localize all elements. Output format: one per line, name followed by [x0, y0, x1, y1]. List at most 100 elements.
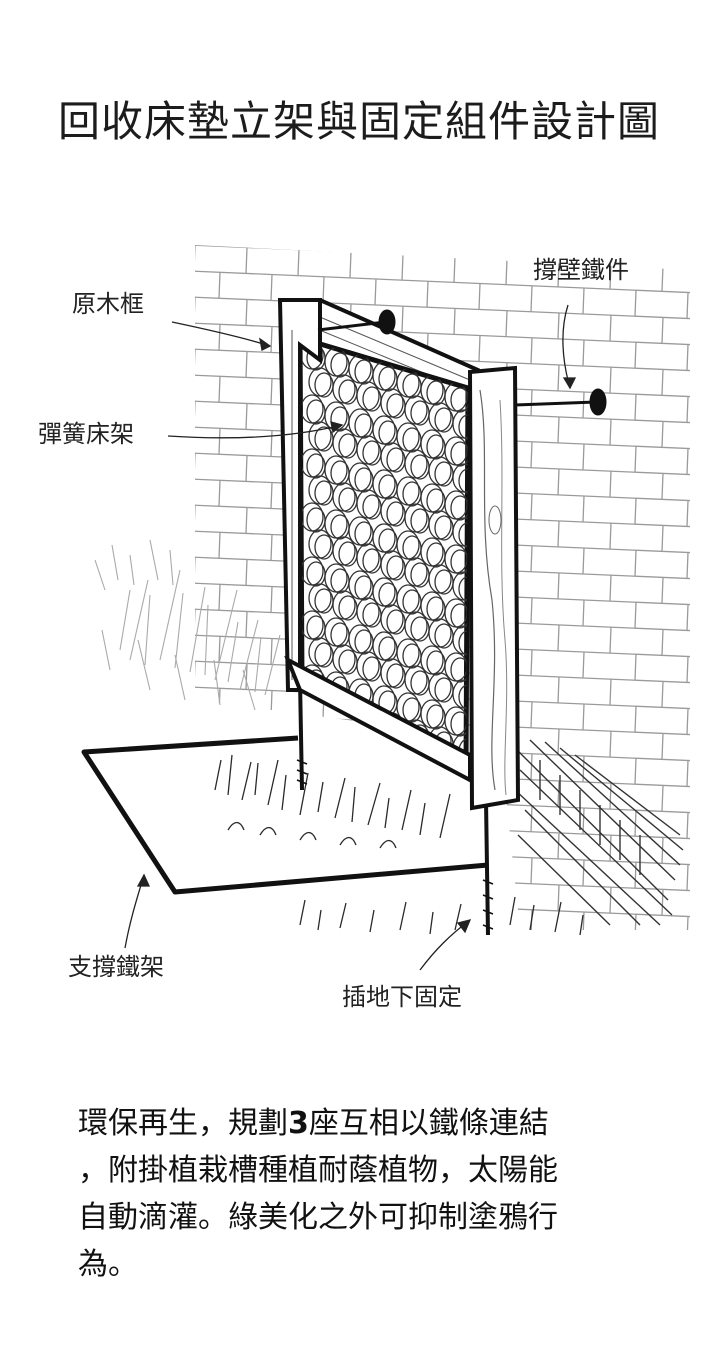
description-line4: 為。: [78, 1247, 138, 1282]
brick-joint: [271, 431, 272, 457]
brick-joint: [194, 349, 195, 375]
brick-joint: [402, 774, 403, 800]
brick-joint: [583, 340, 584, 366]
brick-joint: [506, 259, 507, 285]
brick-joint: [219, 272, 220, 298]
brick-joint: [531, 650, 532, 676]
brick-joint: [662, 369, 663, 395]
brick-course: [190, 843, 700, 865]
brick-joint: [687, 656, 688, 682]
brick-joint: [531, 598, 532, 624]
brick-joint: [271, 327, 272, 353]
right-log-post: [470, 368, 518, 808]
brick-joint: [558, 417, 559, 443]
brick-joint: [219, 324, 220, 350]
brick-joint: [246, 819, 247, 845]
brick-joint: [479, 908, 480, 934]
brick-joint: [610, 887, 611, 913]
brick-course: [190, 869, 700, 891]
brick-joint: [662, 785, 663, 811]
brick-joint: [271, 639, 272, 665]
brick-joint: [246, 455, 247, 481]
brick-joint: [687, 760, 688, 786]
brick-joint: [531, 546, 532, 572]
brick-joint: [610, 731, 611, 757]
brick-joint: [479, 336, 480, 362]
brick-joint: [375, 747, 376, 773]
brick-joint: [323, 277, 324, 303]
brick-joint: [583, 444, 584, 470]
brick-joint: [558, 469, 559, 495]
brick-joint: [194, 453, 195, 479]
brick-joint: [427, 853, 428, 879]
description-line2: ，附掛植栽槽種植耐蔭植物，太陽能: [78, 1153, 558, 1188]
brick-joint: [531, 806, 532, 832]
description-text: 環保再生，規劃3座互相以鐵條連結，附掛植栽槽種植耐蔭植物，太陽能自動滴灌。綠美化…: [78, 1100, 658, 1288]
brick-joint: [194, 505, 195, 531]
brick-joint: [583, 860, 584, 886]
description-line1-num: 3: [288, 1106, 309, 1141]
brick-course: [190, 323, 700, 345]
brick-joint: [558, 677, 559, 703]
brick-joint: [583, 496, 584, 522]
brick-joint: [687, 448, 688, 474]
label-log-frame: 原木框: [72, 292, 144, 316]
brick-joint: [687, 812, 688, 838]
brick-joint: [558, 625, 559, 651]
brick-joint: [479, 284, 480, 310]
brick-joint: [271, 795, 272, 821]
brick-joint: [531, 858, 532, 884]
brick-joint: [635, 758, 636, 784]
brick-joint: [323, 901, 324, 927]
brick-joint: [271, 847, 272, 873]
brick-course: [190, 297, 700, 319]
brick-joint: [558, 781, 559, 807]
label-ground-stake: 插地下固定: [342, 985, 462, 1009]
brick-joint: [662, 317, 663, 343]
spring-coil: [349, 733, 371, 761]
brick-joint: [610, 367, 611, 393]
brick-joint: [687, 708, 688, 734]
brick-joint: [194, 713, 195, 739]
brick-joint: [194, 401, 195, 427]
brick-joint: [662, 265, 663, 291]
brick-joint: [583, 600, 584, 626]
brick-joint: [662, 577, 663, 603]
brick-joint: [219, 376, 220, 402]
brick-joint: [531, 390, 532, 416]
brick-joint: [531, 338, 532, 364]
brick-joint: [687, 396, 688, 422]
brick-joint: [271, 275, 272, 301]
brick-joint: [219, 844, 220, 870]
brick-joint: [194, 817, 195, 843]
brick-joint: [454, 880, 455, 906]
brick-joint: [271, 743, 272, 769]
brick-joint: [350, 824, 351, 850]
brick-joint: [246, 715, 247, 741]
brick-joint: [558, 365, 559, 391]
brick-joint: [635, 290, 636, 316]
brick-joint: [558, 729, 559, 755]
brick-joint: [583, 704, 584, 730]
brick-joint: [298, 822, 299, 848]
brick-joint: [635, 446, 636, 472]
brick-joint: [323, 797, 324, 823]
brick-joint: [375, 799, 376, 825]
brick-joint: [687, 916, 688, 942]
brick-joint: [194, 765, 195, 791]
brick-joint: [219, 584, 220, 610]
brick-joint: [246, 299, 247, 325]
brick-joint: [298, 250, 299, 276]
brick-joint: [246, 247, 247, 273]
brick-joint: [610, 575, 611, 601]
brick-joint: [194, 661, 195, 687]
description-line3: 自動滴灌。綠美化之外可抑制塗鴉行: [78, 1200, 558, 1235]
description-line1-b: 座互相以鐵條連結: [309, 1106, 549, 1141]
brick-joint: [687, 292, 688, 318]
brick-joint: [350, 772, 351, 798]
brick-joint: [454, 308, 455, 334]
brick-joint: [246, 403, 247, 429]
brick-joint: [402, 306, 403, 332]
spring-coil: [373, 740, 395, 768]
brick-joint: [506, 883, 507, 909]
